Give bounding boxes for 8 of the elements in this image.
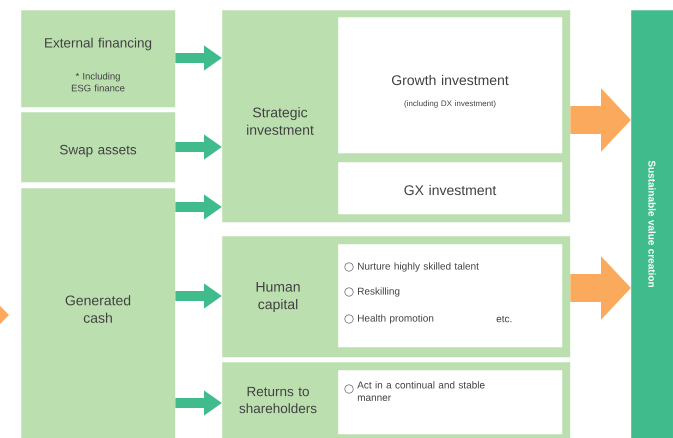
investment-box: Growth investment (including DX investment) [338, 17, 562, 154]
list-box: Nurture highly skilled talent Reskilling Health promotion etc. [338, 244, 562, 348]
investment-box: GX investment [338, 162, 562, 214]
source-box: Swap assets [21, 112, 176, 182]
result-bar: Sustainable value creation [631, 10, 673, 438]
source-box: External financing * Including ESG finance [21, 10, 176, 108]
list-box: Act in a continual and stable manner [338, 370, 562, 434]
source-box: Generated cash [21, 188, 176, 438]
